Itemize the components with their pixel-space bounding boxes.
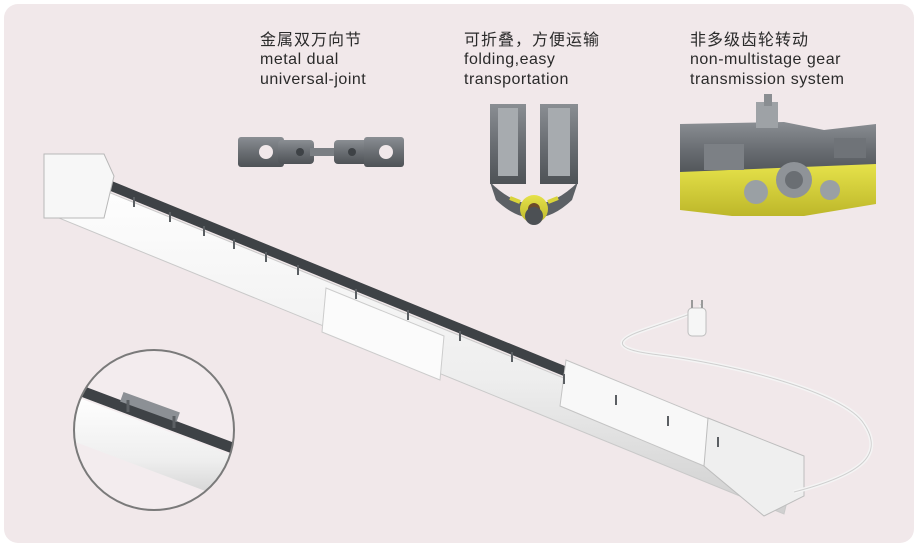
feature-title-cn: 可折叠，方便运输 xyxy=(464,30,601,49)
feature-line-2: universal-joint xyxy=(260,71,367,88)
folding-track-icon xyxy=(490,104,578,225)
feature-caption-universal-joint: 金属双万向节 metal dual universal-joint xyxy=(260,30,366,90)
feature-caption-folding: 可折叠，方便运输 folding,easy transportation xyxy=(464,30,600,90)
plug-icon xyxy=(687,307,707,337)
feature-line-1: metal dual xyxy=(260,51,339,68)
curtain-track xyxy=(43,153,805,517)
feature-line-2: transportation xyxy=(464,71,569,88)
product-panel: 金属双万向节 metal dual universal-joint 可折叠，方便… xyxy=(4,4,914,543)
power-cord xyxy=(620,300,874,494)
zoom-detail-icon xyxy=(73,349,235,511)
feature-line-1: folding,easy xyxy=(464,51,556,68)
feature-title-cn: 金属双万向节 xyxy=(260,30,363,49)
universal-joint-icon xyxy=(238,137,404,167)
feature-line-1: non-multistage gear xyxy=(690,51,841,68)
track-runners xyxy=(133,197,719,447)
feature-caption-gear: 非多级齿轮转动 non-multistage gear transmission… xyxy=(690,30,844,90)
feature-line-2: transmission system xyxy=(690,71,845,88)
product-illustration xyxy=(43,94,876,517)
gearbox-icon xyxy=(680,94,876,216)
feature-title-cn: 非多级齿轮转动 xyxy=(690,30,810,49)
